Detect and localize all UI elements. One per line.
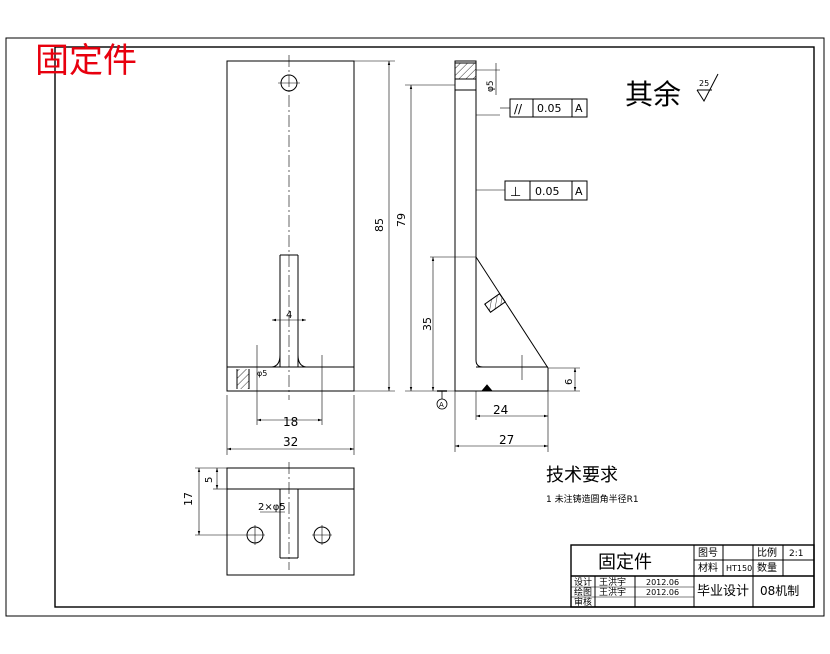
hole-section-hatch (237, 369, 249, 389)
dim-phi5: φ5 (486, 80, 496, 92)
outer-border (5, 37, 825, 617)
tb-part-name: 固定件 (598, 552, 652, 573)
dim-4: 4 (286, 310, 292, 321)
svg-text:0.05: 0.05 (535, 185, 560, 198)
tolerance-perpendicular: ⊥ 0.05 A (504, 180, 588, 201)
dim-6: 6 (564, 379, 575, 385)
tb-class-name: 08机制 (760, 584, 799, 598)
dim-32: 32 (283, 435, 298, 449)
datum-a: A (439, 401, 444, 409)
tb-project: 毕业设计 (697, 584, 749, 599)
svg-text:0.05: 0.05 (537, 102, 562, 115)
front-outline (226, 60, 355, 392)
inner-frame (54, 46, 815, 608)
svg-text:⊥: ⊥ (510, 185, 521, 200)
title-block (570, 544, 815, 608)
front-view (226, 55, 395, 455)
dim-27: 27 (499, 433, 514, 447)
roughness-note: 其余 (625, 78, 681, 111)
tb-label-review: 审核 (574, 596, 592, 608)
tb-label-drawing-no: 图号 (698, 547, 718, 559)
dim-17: 17 (182, 492, 195, 506)
tb-label-draw: 绘图 (574, 586, 592, 598)
top-outline (226, 467, 355, 576)
svg-text:A: A (575, 102, 583, 115)
hole-symbol: φ5 (257, 369, 267, 378)
tb-scale-value: 2:1 (789, 549, 803, 559)
tech-req-heading: 技术要求 (546, 465, 618, 486)
tb-label-quantity: 数量 (757, 561, 777, 574)
tb-designer: 王洪宇 (599, 576, 626, 588)
roughness-value: 25 (699, 79, 709, 88)
dim-holes: 2×φ5 (258, 502, 286, 513)
tb-label-design: 设计 (574, 576, 592, 588)
dim-18: 18 (283, 415, 298, 429)
side-outline (454, 60, 549, 392)
dim-35: 35 (421, 317, 434, 331)
tech-req-item: 1 未注铸造圆角半径R1 (546, 493, 639, 505)
tb-label-scale: 比例 (757, 546, 777, 559)
tb-draw-date: 2012.06 (646, 588, 679, 597)
tb-material-value: HT150 (726, 564, 752, 573)
svg-text://: // (514, 102, 523, 116)
dim-5: 5 (204, 477, 215, 483)
side-view (405, 60, 580, 452)
top-view (195, 462, 355, 576)
svg-text:A: A (575, 185, 583, 198)
dim-24: 24 (493, 403, 508, 417)
tb-label-material: 材料 (698, 561, 718, 574)
dim-79: 79 (395, 213, 408, 227)
part-title-red: 固定件 (35, 41, 137, 81)
dim-85: 85 (373, 218, 386, 232)
tolerance-parallel: // 0.05 A (509, 98, 588, 118)
tb-drafter: 王洪宇 (599, 586, 626, 598)
roughness-icon (696, 73, 719, 103)
tb-design-date: 2012.06 (646, 578, 679, 587)
